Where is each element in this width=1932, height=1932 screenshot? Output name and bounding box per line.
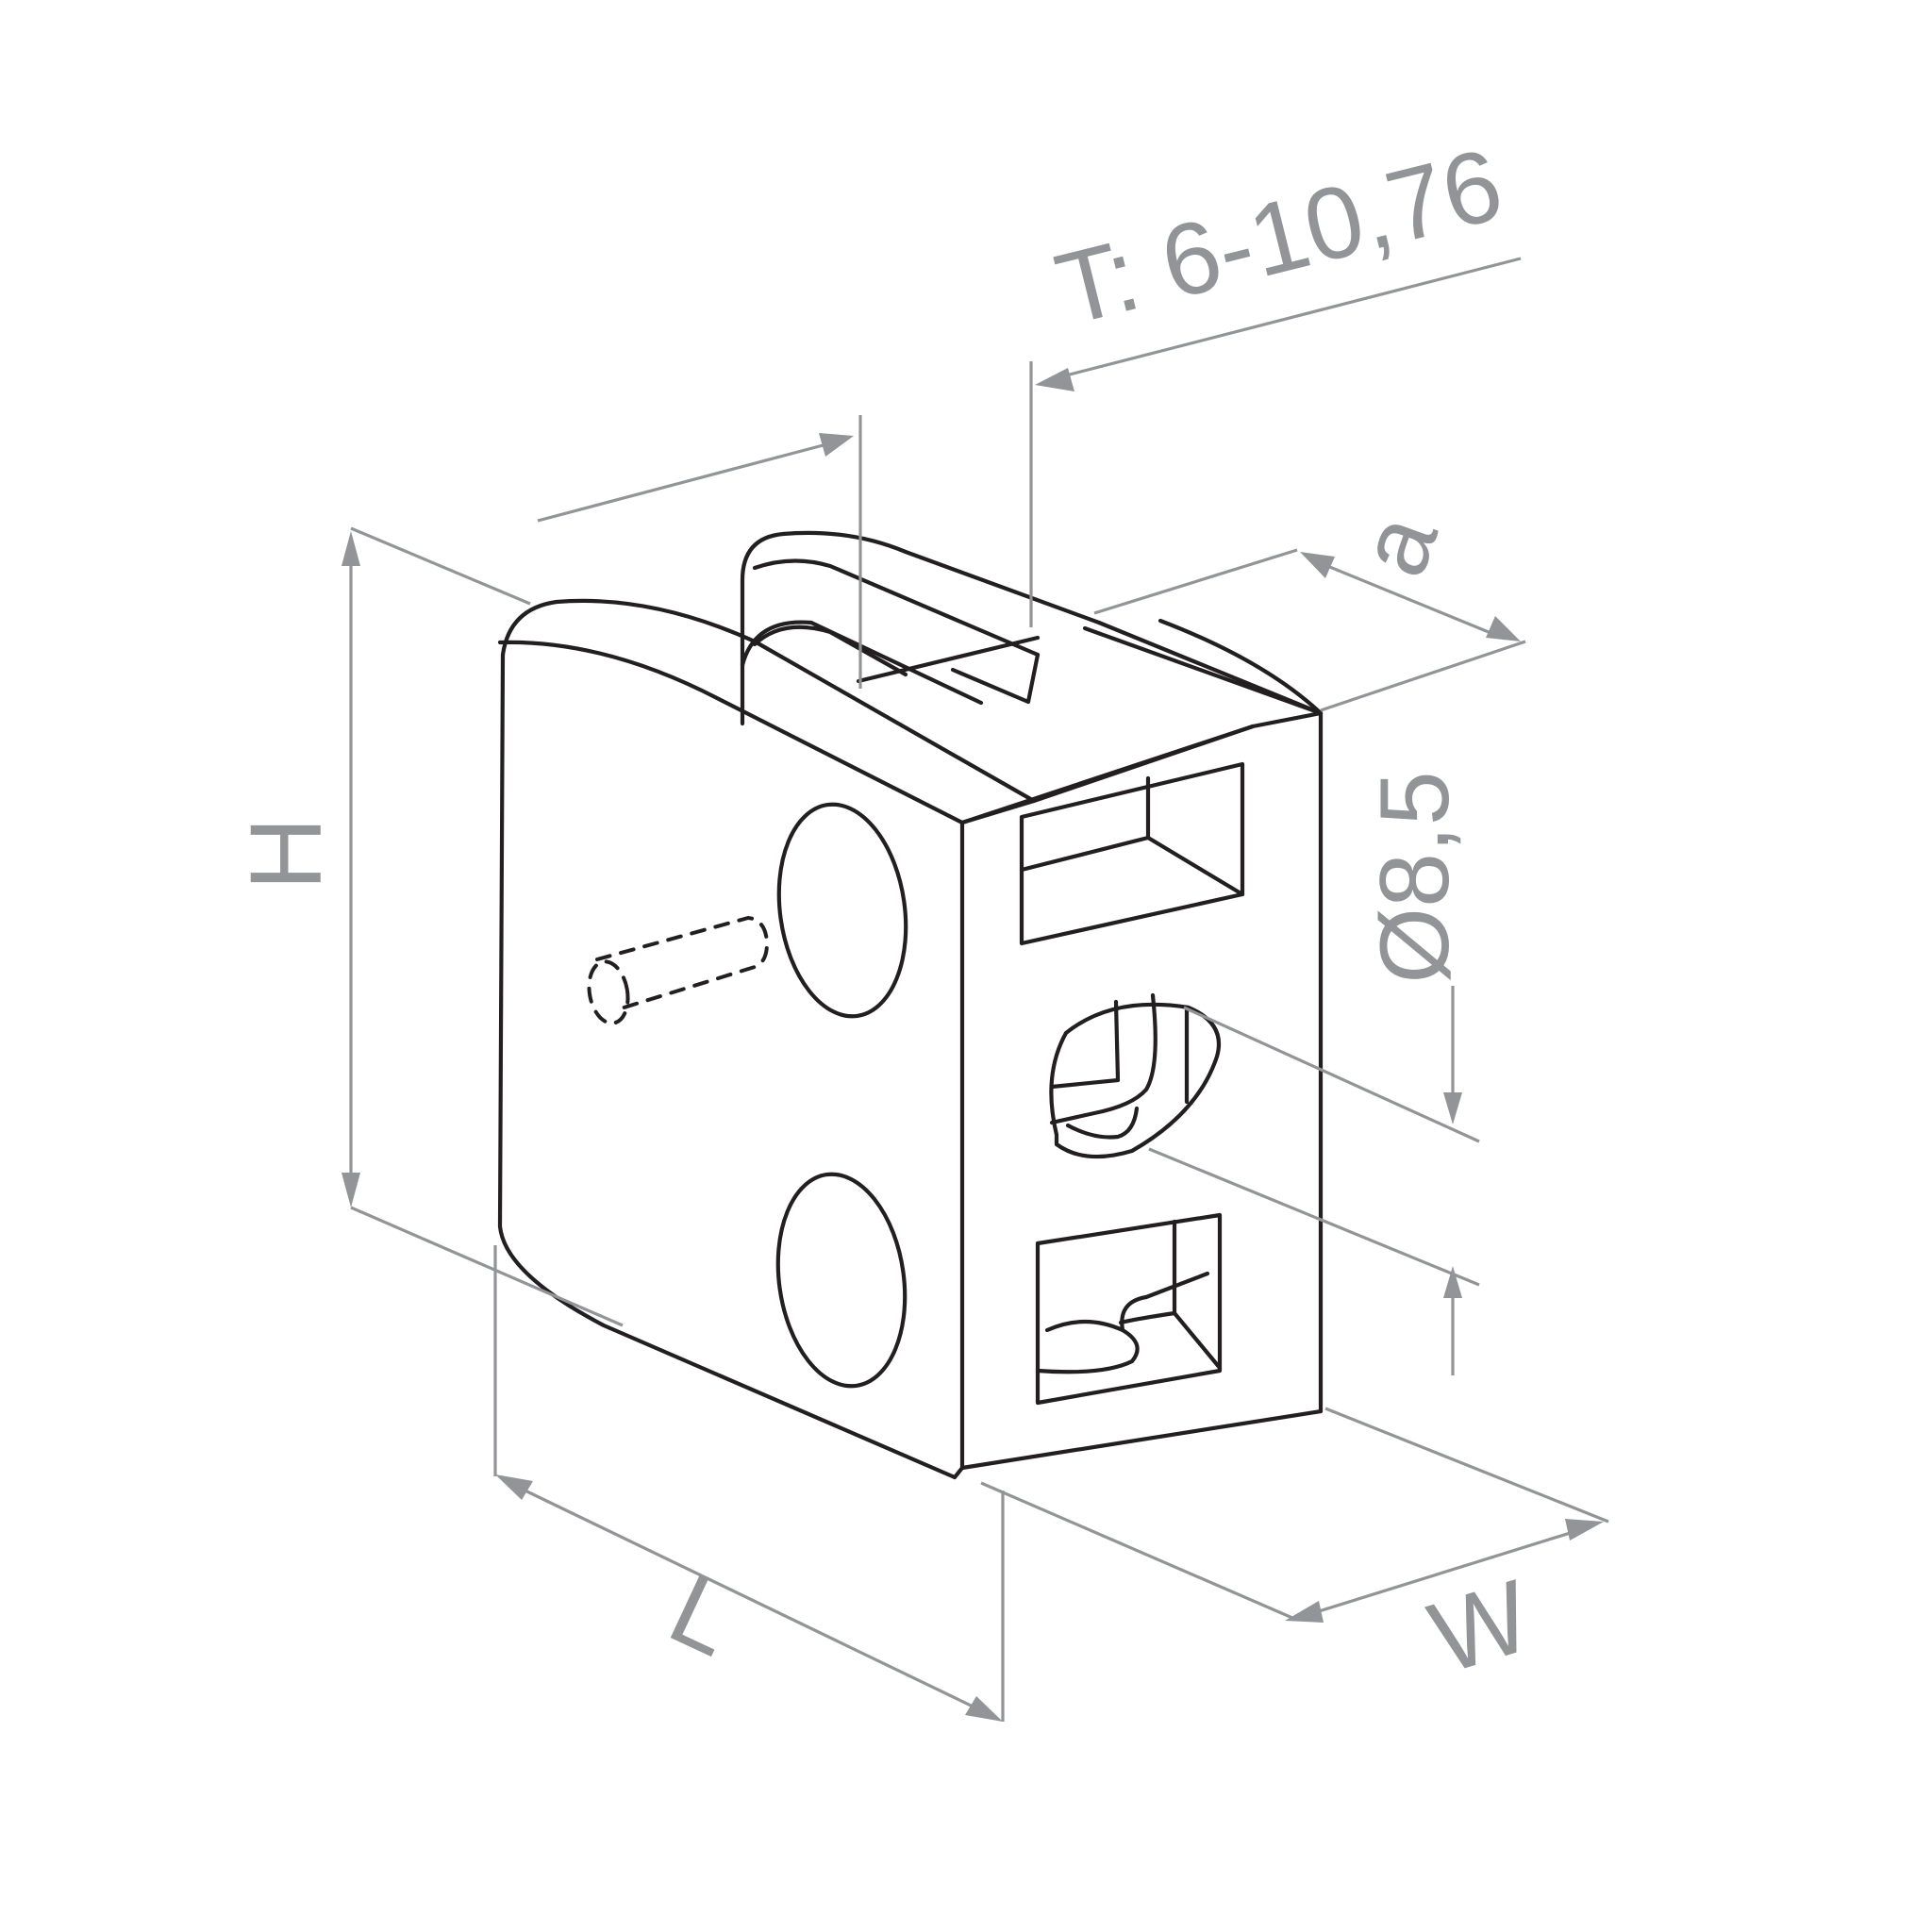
arrow-icon xyxy=(819,433,854,457)
dimension-glass-thickness: T: 6-10,76 xyxy=(537,126,1522,689)
arrow-icon xyxy=(1035,368,1074,391)
dimension-height: H xyxy=(228,526,624,1327)
mounting-hole-lower xyxy=(775,1172,908,1389)
right-face xyxy=(952,710,1324,1480)
arrow-icon xyxy=(1565,1519,1604,1541)
dimension-length: L xyxy=(493,1245,1005,1722)
left-face xyxy=(497,652,965,1480)
lower-recess xyxy=(1035,1212,1223,1406)
hole-diameter-label: Ø8,5 xyxy=(1360,771,1470,983)
front-jaw-top xyxy=(497,598,1324,825)
arrow-icon xyxy=(1443,1092,1462,1124)
mounting-hole-upper xyxy=(776,802,908,1019)
arrow-icon xyxy=(1300,552,1335,578)
arrow-icon xyxy=(965,1696,1003,1722)
arrow-icon xyxy=(1486,616,1521,641)
length-label: L xyxy=(654,1550,754,1677)
height-label: H xyxy=(228,817,342,891)
clamp-body xyxy=(497,530,1324,1480)
arrow-icon xyxy=(341,1173,360,1208)
rear-jaw xyxy=(740,530,1324,726)
width-label: W xyxy=(1418,1557,1543,1695)
arrow-icon xyxy=(1285,1601,1324,1623)
arrow-icon xyxy=(495,1474,533,1500)
thickness-label: T: 6-10,76 xyxy=(1045,126,1512,347)
upper-recess xyxy=(1019,761,1245,946)
dimension-hole-diameter: Ø8,5 xyxy=(1148,771,1480,1375)
dimension-offset-a: a xyxy=(1093,501,1526,712)
center-bolt-hole xyxy=(1049,992,1222,1159)
hidden-pin-icon xyxy=(587,915,770,1025)
arrow-icon xyxy=(341,531,360,566)
arrow-icon xyxy=(1443,1266,1462,1298)
